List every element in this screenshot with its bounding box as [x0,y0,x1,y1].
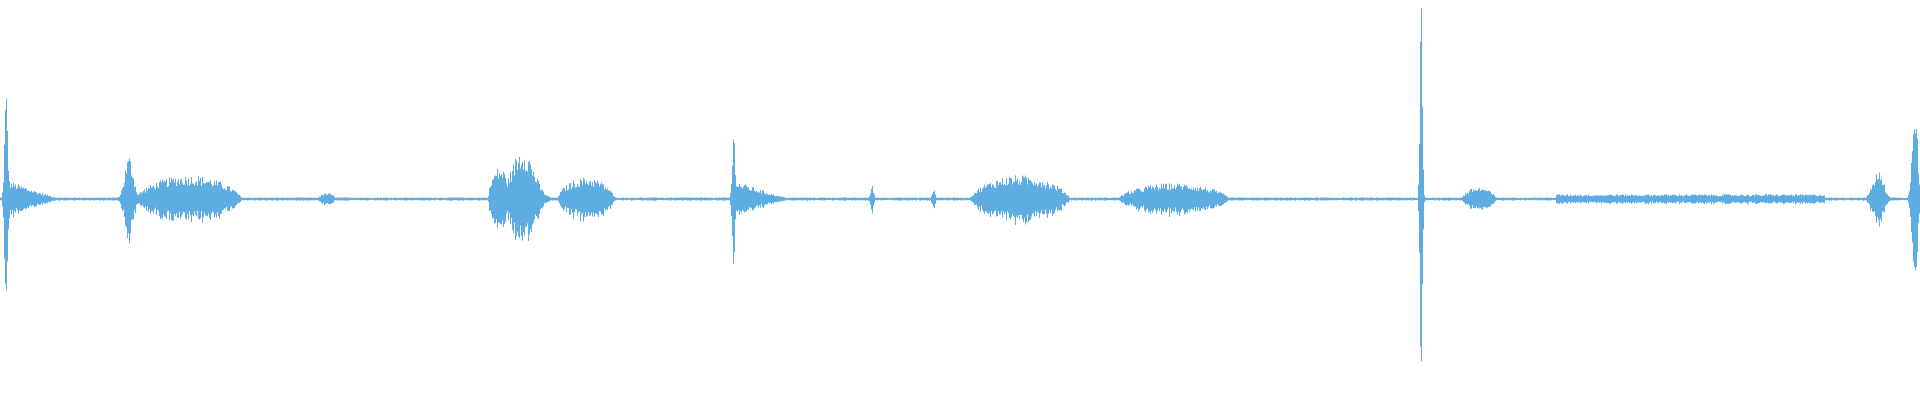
waveform-trace [0,8,1920,362]
waveform-lines [0,8,1920,362]
